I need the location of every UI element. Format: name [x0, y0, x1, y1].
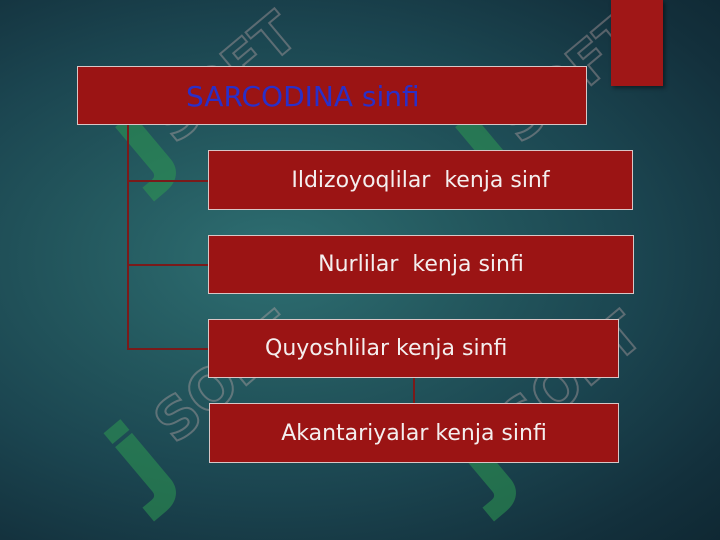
node-box-nurlilar: Nurlilar kenja sinfi: [208, 235, 634, 294]
node-label: Nurlilar kenja sinfi: [318, 252, 524, 277]
node-box-quyoshlilar: Quyoshlilar kenja sinfi: [208, 319, 619, 378]
node-label: Quyoshlilar kenja sinfi: [265, 336, 508, 361]
node-box-akantariyalar: Akantariyalar kenja sinfi: [209, 403, 619, 463]
corner-accent-tab: [611, 0, 663, 86]
connector-branch-3: [127, 348, 208, 350]
diagram-title-box: SARCODINA sinfi: [77, 66, 587, 125]
connector-branch-1: [127, 180, 208, 182]
connector-trunk: [127, 125, 129, 349]
node-label: Akantariyalar kenja sinfi: [281, 420, 547, 446]
connector-branch-2: [127, 264, 208, 266]
node-box-ildizoyoqlilar: Ildizoyoqlilar kenja sinf: [208, 150, 633, 210]
diagram-title: SARCODINA sinfi: [186, 80, 420, 113]
node-label: Ildizoyoqlilar kenja sinf: [291, 167, 550, 193]
connector-link-3-4: [413, 378, 415, 403]
